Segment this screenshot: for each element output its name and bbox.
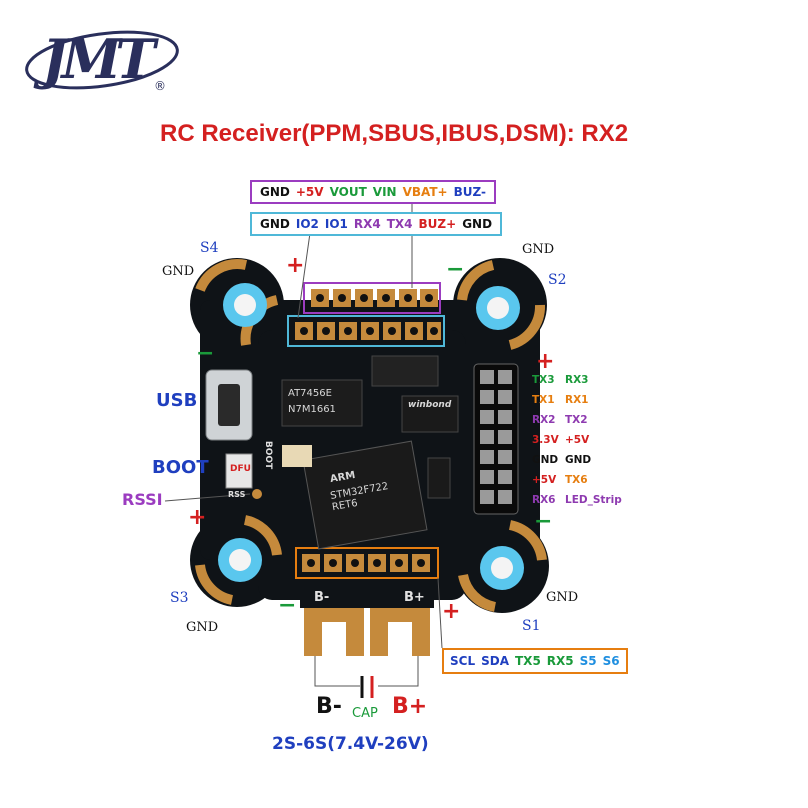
silk-b-minus: B- <box>314 590 330 605</box>
uart-pin-left-1: TX1 <box>532 394 555 406</box>
rssi-label: RSSI <box>122 490 163 509</box>
top-pin-label-4: VBAT+ <box>402 185 448 199</box>
uart-pin-left-2: RX2 <box>532 414 556 426</box>
bottom-pin-label-0: SCL <box>450 654 476 668</box>
cap-label: CAP <box>352 706 378 721</box>
logo-text: JMT <box>33 27 159 91</box>
uart-pin-right-0: RX3 <box>565 374 589 386</box>
mcu-chip <box>302 440 428 550</box>
header-bottom-labels: SCL SDA TX5 RX5 S5 S6 <box>442 648 628 674</box>
second-pin-label-0: GND <box>260 217 290 231</box>
flash-chip <box>401 395 459 433</box>
top-pin-label-0: GND <box>260 185 290 199</box>
uart-pin-right-4: GND <box>565 454 592 466</box>
uart-pin-left-4: GND <box>532 454 559 466</box>
s2-label: S2 <box>548 272 567 288</box>
boot-label: BOOT <box>152 457 209 478</box>
pad-arc <box>195 259 248 293</box>
uart-pin-left-3: 3.3V <box>532 434 559 446</box>
uart-pin-right-6: LED_Strip <box>565 494 622 506</box>
s3-label: S3 <box>170 590 189 606</box>
top-pin-label-1: +5V <box>295 185 324 199</box>
uart-pin-right-5: TX6 <box>565 474 588 486</box>
uart-pin-left-5: +5V <box>532 474 557 486</box>
gnd-label-tr: GND <box>522 242 555 257</box>
silk-boot: BOOT <box>263 440 274 470</box>
uart-pin-right-1: RX1 <box>565 394 589 406</box>
jmt-logo: JMT ® <box>25 27 179 93</box>
second-pin-label-5: BUZ+ <box>418 217 457 231</box>
uart-pin-left-0: TX3 <box>532 374 555 386</box>
battery-minus-label: B- <box>316 694 342 719</box>
bottom-pin-label-3: RX5 <box>546 654 574 668</box>
second-pin-label-6: GND <box>462 217 493 231</box>
uart-pin-right-2: TX2 <box>565 414 588 426</box>
header-top-labels: GND +5V VOUT VIN VBAT+ BUZ- <box>250 180 496 204</box>
svg-text:−: − <box>196 341 214 366</box>
top-pin-label-2: VOUT <box>329 185 367 199</box>
silk-dfu: DFU <box>230 464 251 474</box>
svg-text:−: − <box>446 257 464 282</box>
silk-rssi: RSS <box>228 490 246 499</box>
second-pin-label-1: IO2 <box>295 217 319 231</box>
svg-text:+: + <box>286 253 304 278</box>
svg-text:−: − <box>278 593 296 618</box>
svg-text:−: − <box>534 509 552 534</box>
osd-chip <box>281 379 363 427</box>
second-pin-label-2: IO1 <box>324 217 348 231</box>
svg-text:+: + <box>442 599 460 624</box>
top-pin-label-3: VIN <box>372 185 397 199</box>
svg-text:+: + <box>536 349 554 374</box>
s1-label: S1 <box>522 618 541 634</box>
uart-pin-right-3: +5V <box>565 434 590 446</box>
uart-pin-left-6: RX6 <box>532 494 556 506</box>
top-pin-label-5: BUZ- <box>453 185 486 199</box>
svg-text:+: + <box>188 505 206 530</box>
voltage-range-label: 2S-6S(7.4V-26V) <box>272 734 429 754</box>
battery-plus-label: B+ <box>392 694 428 719</box>
s4-label: S4 <box>200 240 219 256</box>
bottom-pin-label-2: TX5 <box>515 654 541 668</box>
usb-label: USB <box>156 390 198 411</box>
silk-b-plus: B+ <box>404 590 425 605</box>
page-title: RC Receiver(PPM,SBUS,IBUS,DSM): RX2 <box>160 120 629 147</box>
gnd-label-bl: GND <box>186 620 219 635</box>
header-second-labels: GND IO2 IO1 RX4 TX4 BUZ+ GND <box>250 212 503 236</box>
bottom-pin-label-4: S5 <box>579 654 597 668</box>
flash-chip-label: winbond <box>408 400 452 410</box>
registered-mark: ® <box>154 79 166 93</box>
second-pin-label-4: TX4 <box>386 217 413 231</box>
gnd-label-br: GND <box>546 590 579 605</box>
osd-chip-label-1: AT7456E <box>288 388 332 399</box>
osd-chip-label-2: N7M1661 <box>288 404 336 415</box>
bottom-pin-label-1: SDA <box>481 654 509 668</box>
bottom-pin-label-5: S6 <box>602 654 620 668</box>
second-pin-label-3: RX4 <box>353 217 381 231</box>
gnd-label-tl: GND <box>162 264 195 279</box>
